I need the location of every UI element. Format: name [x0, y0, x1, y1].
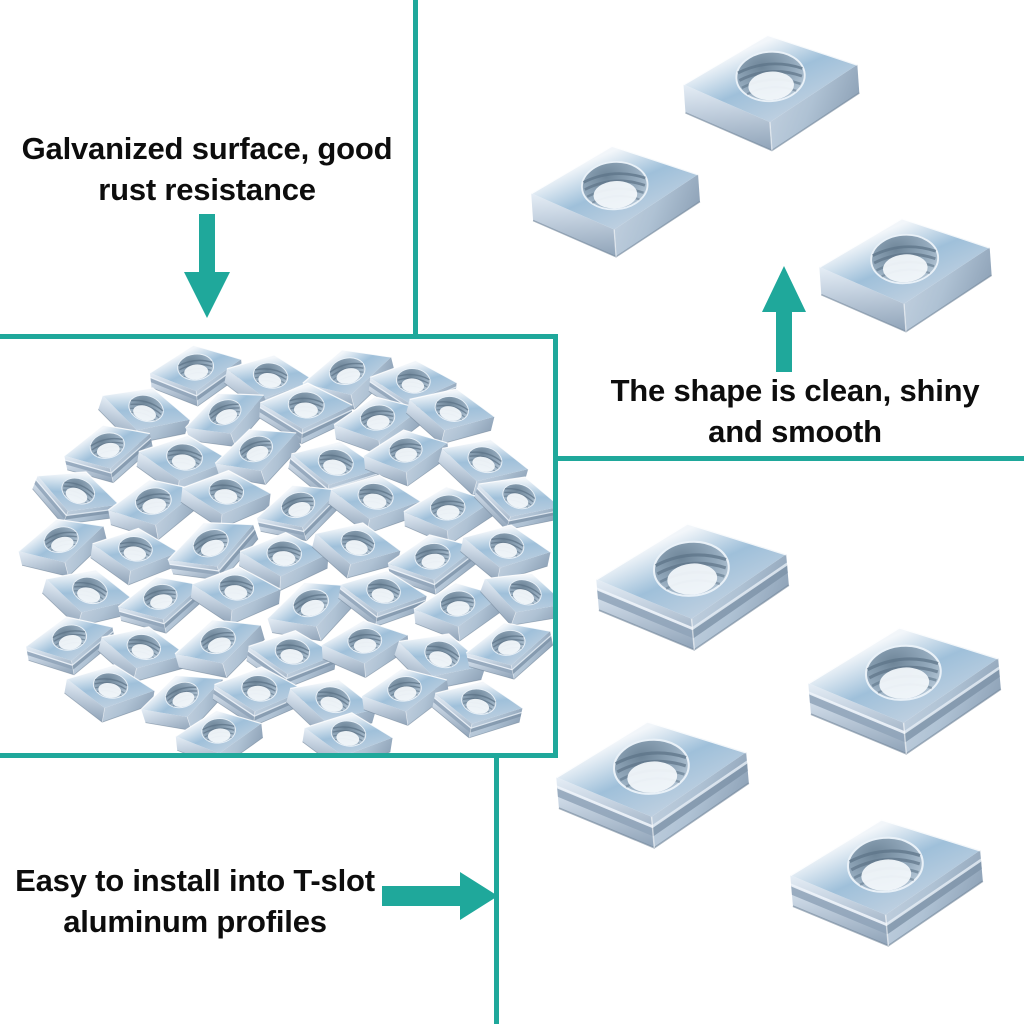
nut-pile-item [174, 452, 277, 537]
caption-clean-shiny-smooth: The shape is clean, shiny and smooth [610, 373, 980, 449]
nut-pile-item [451, 502, 553, 596]
nut-pile-item [6, 495, 117, 592]
nut-pile-item [253, 366, 358, 452]
nut-pile-item [302, 499, 411, 594]
nut-pile-item [152, 492, 273, 600]
nut-pile-item [330, 549, 435, 638]
nut-pile-item [233, 516, 334, 598]
nut-pile-item [316, 604, 415, 685]
nut-closeup-2 [519, 114, 711, 270]
divider-vertical-top [413, 0, 418, 338]
caption-easy-install: Easy to install into T-slot aluminum pro… [15, 863, 375, 939]
divider-horizontal-right [553, 456, 1024, 461]
caption-galvanized-surface: Galvanized surface, good rust resistance [21, 131, 393, 207]
nut-pile-item [379, 515, 487, 605]
nut-pile-item [455, 600, 553, 692]
nut-closeup-3 [807, 186, 1003, 346]
arrow-down-icon [182, 214, 232, 318]
arrow-up-icon [760, 266, 808, 372]
nut-pile-item [56, 643, 164, 734]
nut-pile-item [295, 692, 402, 753]
nut-pile-item [184, 548, 287, 633]
nut-pile-item [463, 451, 553, 549]
nut-grooved-1 [581, 485, 803, 667]
nut-pile-item [406, 564, 509, 649]
nut-pile-item [353, 649, 456, 736]
divider-horizontal-middle [0, 334, 558, 339]
divider-horizontal-lower [0, 753, 558, 758]
nut-pile-item [88, 603, 197, 698]
divider-vertical-pile-right [553, 334, 558, 758]
nut-grooved-2 [793, 589, 1015, 771]
nut-pile-item [168, 692, 269, 753]
nut-pile-item [31, 543, 147, 644]
nut-grooved-3 [541, 683, 763, 865]
nut-pile-panel [0, 339, 553, 753]
nut-grooved-4 [775, 781, 997, 963]
nut-closeup-1 [671, 2, 871, 165]
nut-pile-item [86, 360, 203, 464]
nut-pile-item [396, 365, 505, 460]
divider-vertical-bottom [494, 753, 499, 1024]
nut-pile-item [170, 365, 281, 465]
arrow-right-icon [382, 872, 498, 920]
nut-pile-item [161, 593, 277, 694]
nut-pile-item [201, 402, 313, 502]
nut-pile-item [279, 418, 391, 514]
nut-pile-item [423, 658, 533, 752]
nut-pile-item [83, 509, 186, 596]
nut-pile-item [20, 442, 135, 546]
nut-pile-item [53, 402, 163, 496]
